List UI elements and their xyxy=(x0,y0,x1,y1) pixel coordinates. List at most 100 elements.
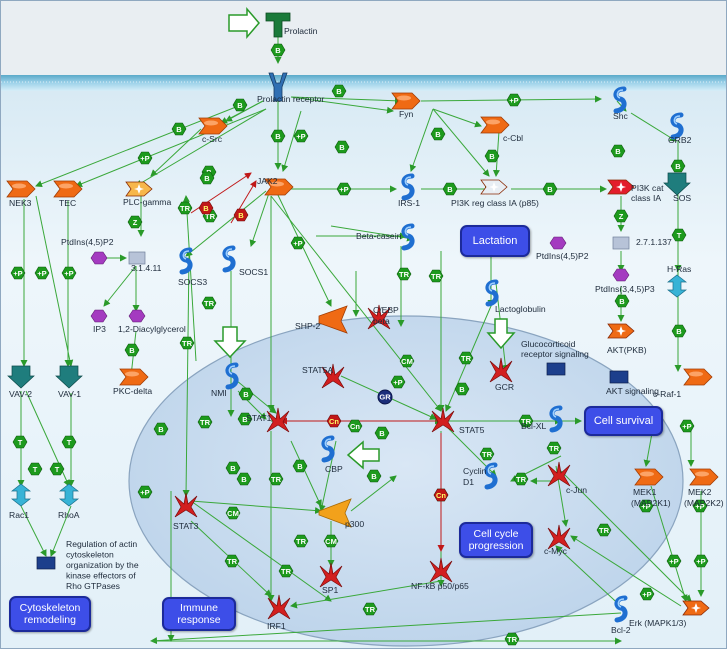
ptdins-p3-node[interactable] xyxy=(612,268,630,282)
svg-text:B: B xyxy=(547,185,553,194)
edge-badge: +P xyxy=(137,151,153,165)
pathway-edge xyxy=(182,195,197,362)
c-raf1-node[interactable] xyxy=(683,368,713,386)
pathway-edge xyxy=(75,108,267,187)
vav2-node[interactable] xyxy=(7,365,35,389)
actin-regulation-node[interactable] xyxy=(36,556,56,570)
edge-badge: +P xyxy=(693,554,709,568)
svg-text:B: B xyxy=(615,147,621,156)
cytoskeleton-box[interactable]: Cytoskeleton remodeling xyxy=(9,596,91,632)
cbp-node[interactable] xyxy=(321,435,335,463)
mek1-node[interactable] xyxy=(634,468,664,486)
vav1-node[interactable] xyxy=(55,365,83,389)
cyclin-d1-node[interactable] xyxy=(484,462,498,490)
svg-text:+P: +P xyxy=(682,422,691,431)
shc-node[interactable] xyxy=(613,86,627,114)
fyn-node[interactable] xyxy=(391,92,421,110)
enzyme-3-1-4-11-node[interactable] xyxy=(128,251,146,265)
stat5a-label: STAT5A xyxy=(302,365,333,375)
sp1-node[interactable] xyxy=(319,562,343,588)
prolactin-receptor-label: Prolactin receptor xyxy=(257,94,324,104)
nmi-node[interactable] xyxy=(225,362,239,390)
c-myc-label: c-Myc xyxy=(544,546,568,556)
pi3k-cat-label: PI3K cat xyxy=(631,183,664,193)
svg-text:B: B xyxy=(371,472,377,481)
cell-survival-box[interactable]: Cell survival xyxy=(584,406,663,436)
nfkb-node[interactable] xyxy=(429,557,453,583)
lactoglobulin-node[interactable] xyxy=(485,279,499,307)
c-src-node[interactable] xyxy=(198,117,228,135)
stat1-node[interactable] xyxy=(266,407,290,433)
tec-node[interactable] xyxy=(53,180,83,198)
pi3k-cat-node[interactable] xyxy=(607,179,635,195)
stat5-node[interactable] xyxy=(431,407,455,433)
fyn-label: Fyn xyxy=(399,109,414,119)
rhoa-node[interactable] xyxy=(58,483,80,507)
irs1-node[interactable] xyxy=(401,173,415,201)
stat5a-node[interactable] xyxy=(321,363,345,389)
h-ras-node[interactable] xyxy=(666,274,688,298)
svg-text:B: B xyxy=(676,327,682,336)
jak2-node[interactable] xyxy=(264,178,294,196)
prolactin-receptor[interactable] xyxy=(268,72,288,102)
svg-text:Z: Z xyxy=(619,212,624,221)
nek3-node[interactable] xyxy=(6,180,36,198)
sos-node[interactable] xyxy=(663,172,691,196)
svg-text:T: T xyxy=(18,438,23,447)
stat3-node[interactable] xyxy=(174,492,198,518)
grb2-node[interactable] xyxy=(670,112,684,140)
c-jun-node[interactable] xyxy=(547,461,571,487)
diacylglycerol-node[interactable] xyxy=(128,309,146,323)
edge-badge: B xyxy=(670,159,686,173)
bcl-xl-node[interactable] xyxy=(549,405,563,433)
shp2-node[interactable] xyxy=(318,305,348,334)
svg-text:TR: TR xyxy=(200,418,211,427)
tec-label: TEC xyxy=(59,198,76,208)
akt-node[interactable] xyxy=(607,323,635,339)
cebp-beta-node[interactable] xyxy=(367,304,391,330)
shc-label: Shc xyxy=(613,111,629,121)
erk-node[interactable] xyxy=(682,600,710,616)
enzyme-2-7-1-137-node[interactable] xyxy=(612,236,630,250)
c-myc-node[interactable] xyxy=(547,524,571,550)
ip3-node[interactable] xyxy=(90,309,108,323)
ptdins-p2-right-node[interactable] xyxy=(549,236,567,250)
prolactin-ligand[interactable] xyxy=(265,12,291,38)
pi3k-reg-node[interactable] xyxy=(480,179,508,195)
pi3k-reg-label: PI3K reg class IA (p85) xyxy=(451,198,539,208)
actin-regulation-label-2: organization by the xyxy=(66,560,139,570)
svg-text:+P: +P xyxy=(13,269,22,278)
bcl2-node[interactable] xyxy=(614,595,628,623)
glucocorticoid-node[interactable] xyxy=(546,362,566,376)
akt-signaling-node[interactable] xyxy=(609,370,629,384)
ptdins-p2-left-node[interactable] xyxy=(90,251,108,265)
pathway-edge xyxy=(432,108,482,128)
socs3-node[interactable] xyxy=(179,247,193,275)
svg-text:+P: +P xyxy=(509,96,518,105)
edge-badge: TR xyxy=(278,564,294,578)
edge-badge: T xyxy=(12,435,28,449)
pkc-delta-node[interactable] xyxy=(119,368,149,386)
lactation-box[interactable]: Lactation xyxy=(460,225,530,257)
gcr-node[interactable] xyxy=(489,357,513,383)
immune-response-box[interactable]: Immune response xyxy=(162,597,236,631)
plc-gamma-node[interactable] xyxy=(125,181,153,197)
cyclin-label-2: D1 xyxy=(463,477,474,487)
actin-regulation-label-1: cytoskeleton xyxy=(66,550,114,560)
cell-cycle-box[interactable]: Cell cycle progression xyxy=(459,522,533,558)
svg-text:GR: GR xyxy=(379,393,391,402)
mek2-node[interactable] xyxy=(689,468,719,486)
gcr-input-arrow xyxy=(486,318,516,350)
svg-text:TR: TR xyxy=(482,450,493,459)
c-cbl-node[interactable] xyxy=(480,116,510,134)
edge-badge: TR xyxy=(396,267,412,281)
nek3-label: NEK3 xyxy=(9,198,32,208)
svg-text:TR: TR xyxy=(521,417,532,426)
irf1-node[interactable] xyxy=(267,594,291,620)
gr-node[interactable]: GR xyxy=(377,389,393,405)
beta-casein-node[interactable] xyxy=(401,223,415,251)
edge-badge: TR xyxy=(293,534,309,548)
socs1-node[interactable] xyxy=(222,245,236,273)
rac1-node[interactable] xyxy=(10,483,32,507)
p300-node[interactable] xyxy=(318,498,352,528)
